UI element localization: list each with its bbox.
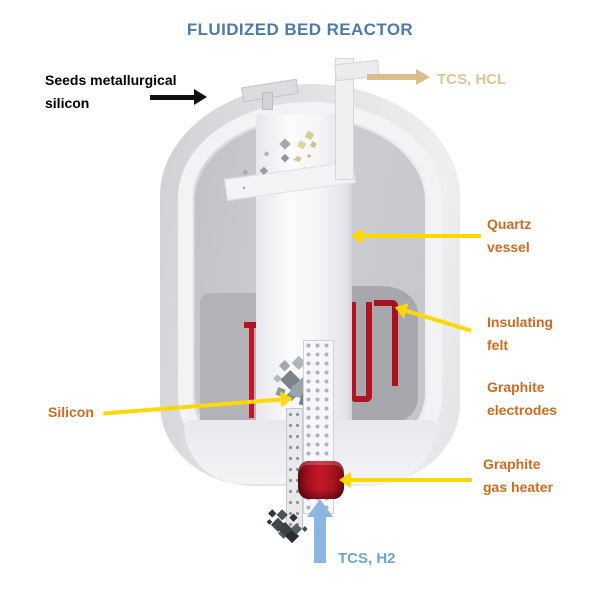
tcs-hcl-flow-arrow	[367, 69, 430, 85]
arrowhead-right-icon	[416, 69, 430, 85]
arrow-shaft	[351, 478, 472, 482]
label-tcs-h2: TCS, H2	[338, 550, 396, 567]
seed-inlet-spout	[262, 92, 273, 110]
label-tcs-hcl: TCS, HCL	[437, 71, 507, 88]
outlet-pipe	[335, 58, 354, 180]
graphite-electrode-hairpin	[350, 302, 372, 402]
gas-heater-pointer-arrow	[339, 472, 472, 488]
label-graphite-electrodes: Graphite electrodes	[487, 379, 558, 418]
label-seeds: Seeds metallurgical silicon	[45, 72, 177, 111]
graphite-electrode-left	[249, 326, 254, 418]
label-quartz-vessel: Quartz vessel	[487, 216, 532, 255]
label-silicon: Silicon	[48, 404, 94, 420]
feed-tube-left	[286, 408, 303, 528]
arrowhead-right-icon	[194, 89, 207, 105]
quartz-vessel-pointer-arrow	[351, 228, 481, 244]
arrowhead-left-icon	[339, 472, 351, 488]
page-title: FLUIDIZED BED REACTOR	[186, 20, 414, 39]
arrow-shaft	[150, 94, 194, 100]
graphite-electrode-left-cap	[244, 322, 259, 328]
label-graphite-gas-heater: Graphite gas heater	[483, 456, 554, 495]
graphite-electrode-bar	[374, 300, 398, 386]
arrowhead-left-icon	[351, 228, 363, 244]
seeds-flow-arrow	[150, 89, 207, 105]
arrowhead-right-icon	[280, 390, 294, 408]
tcs-h2-flow-arrow	[306, 499, 333, 563]
label-insulating-felt: Insulating felt	[487, 314, 554, 353]
arrow-shaft	[363, 234, 481, 238]
graphite-gas-heater	[298, 461, 344, 499]
arrowhead-up-icon	[306, 499, 333, 517]
arrow-shaft	[313, 517, 326, 563]
arrow-shaft	[367, 74, 416, 80]
